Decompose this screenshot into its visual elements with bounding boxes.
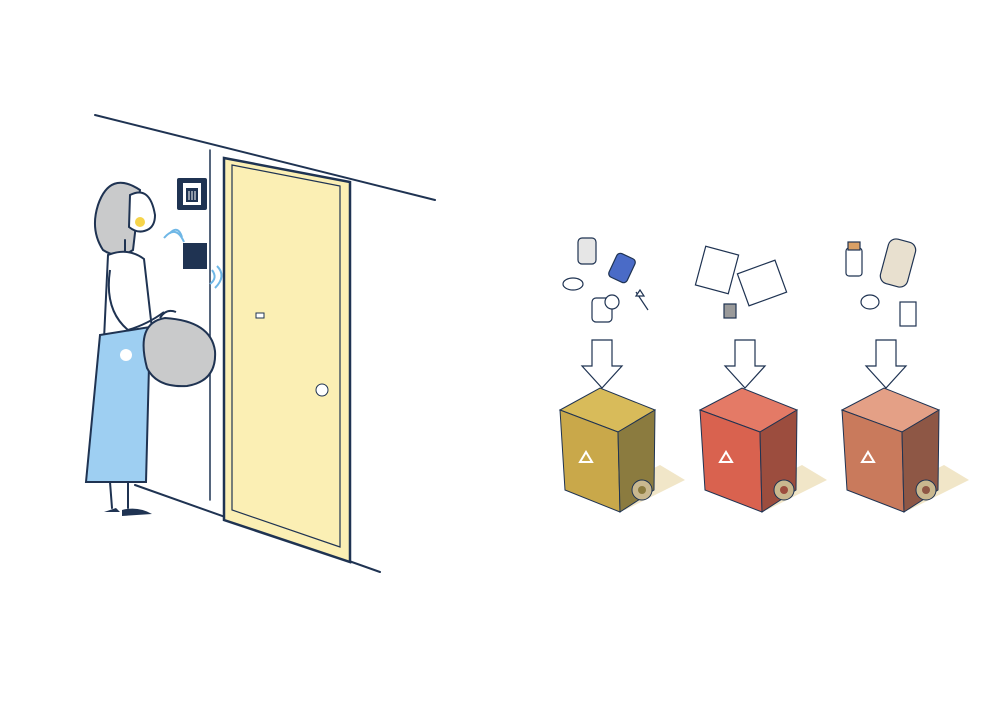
recycling-bin-electronics[interactable] (694, 245, 827, 513)
recycling-bin-metal[interactable] (558, 237, 685, 513)
down-arrow-icon (723, 339, 767, 389)
recycling-bins (558, 237, 969, 513)
trash-bag[interactable] (142, 309, 217, 388)
hallway-illustration (84, 114, 436, 573)
glass-items (845, 238, 917, 327)
recycle-icon (718, 450, 734, 463)
door-knob[interactable] (315, 383, 329, 397)
recycle-icon (860, 450, 876, 463)
down-arrow-icon (580, 339, 624, 389)
down-arrow-icon (864, 339, 908, 389)
recycling-bin-glass[interactable] (840, 237, 969, 513)
metal-items (562, 237, 649, 323)
trash-can-icon[interactable] (177, 178, 207, 210)
wireless-sensor-icon[interactable] (163, 228, 223, 289)
door-peephole (255, 312, 265, 319)
door-panel (222, 156, 352, 564)
woman-figure (84, 181, 165, 516)
recycle-icon (578, 450, 594, 463)
door[interactable] (222, 156, 352, 564)
electronics-items (694, 245, 788, 319)
